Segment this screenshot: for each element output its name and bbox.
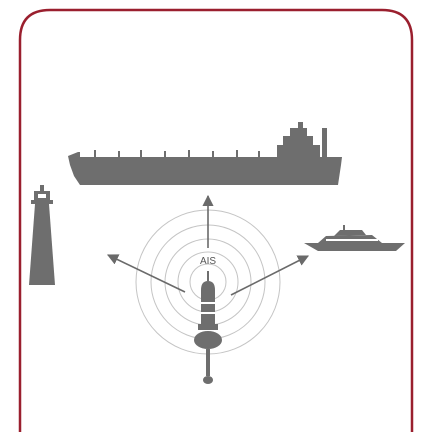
ais-label: AIS <box>200 256 216 267</box>
yacht-icon <box>304 225 405 251</box>
arrow-to-yacht <box>231 256 308 295</box>
ais-buoy-icon <box>194 271 222 384</box>
arrow-to-lighthouse <box>108 255 185 292</box>
frame-border <box>20 10 412 432</box>
cargo-ship-icon <box>68 122 342 185</box>
lighthouse-icon <box>29 185 55 285</box>
